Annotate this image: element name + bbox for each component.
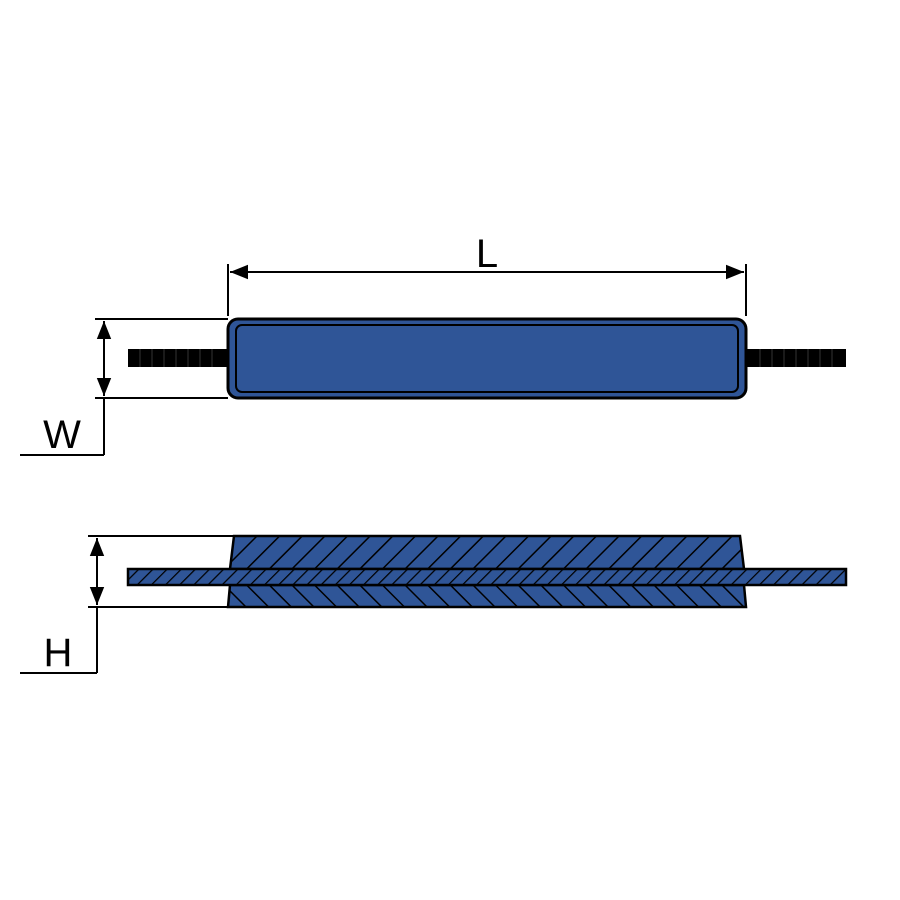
height-label: H <box>44 631 73 675</box>
anode-upper-section <box>228 534 746 571</box>
top-view <box>128 317 846 400</box>
width-label: W <box>43 413 81 457</box>
length-label: L <box>476 232 498 276</box>
dimension-height: H <box>20 535 234 675</box>
anode-body-top <box>226 317 748 400</box>
side-view <box>126 534 848 609</box>
anode-body-top-inner <box>235 324 739 393</box>
left-stud <box>128 349 230 367</box>
anode-lower-section <box>226 583 748 609</box>
dimension-width: W <box>20 318 228 457</box>
dimension-length: L <box>227 232 747 316</box>
stud-threads <box>139 349 833 367</box>
right-stud <box>742 349 846 367</box>
steel-strap <box>126 567 848 587</box>
